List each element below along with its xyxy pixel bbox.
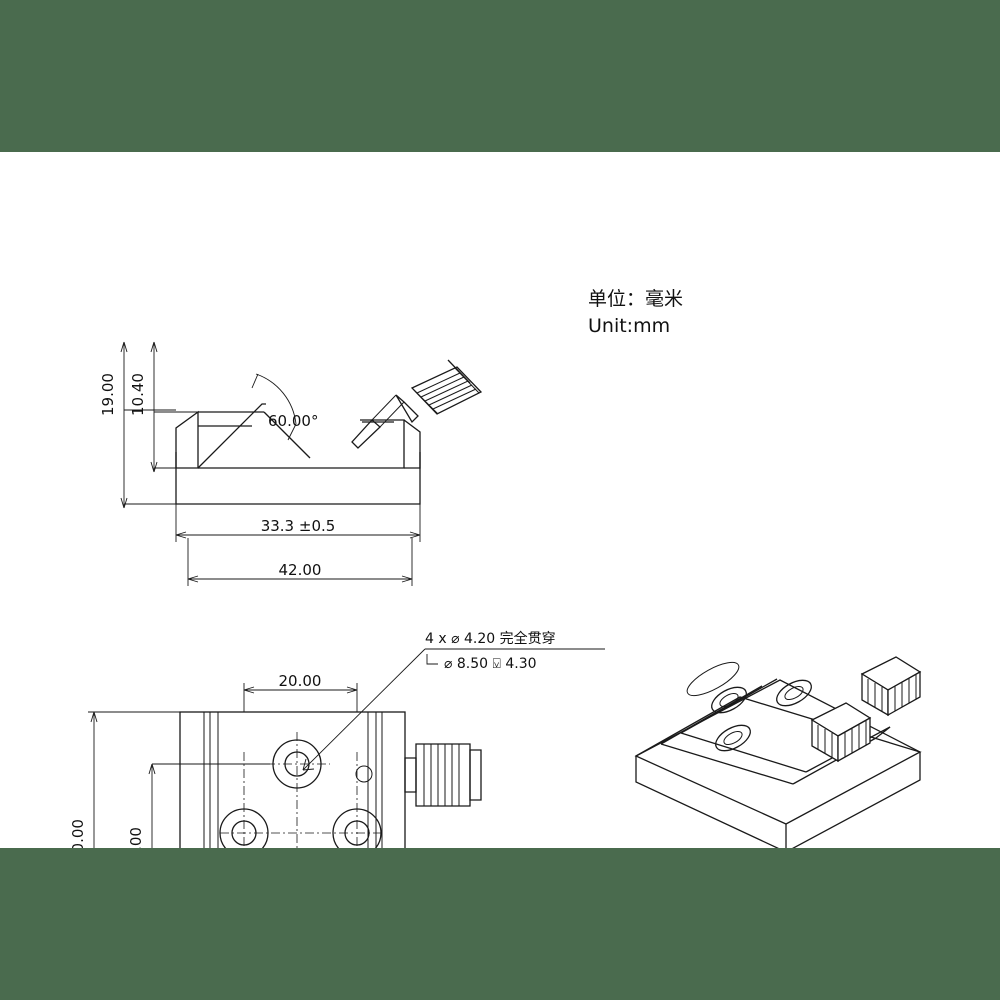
angle-arrow-2: [287, 423, 297, 441]
callout-leader: [302, 648, 426, 771]
thumbscrew-top-upper: [404, 743, 482, 807]
knurl-l3: [424, 380, 469, 402]
iso-groove-r3: [875, 726, 891, 739]
side-view-outer-bottom: [175, 452, 421, 505]
isometric-view: [634, 656, 922, 848]
knurl-l5: [432, 388, 477, 410]
callout-line-2: ⌀ 8.50 ⍌ 4.30: [444, 656, 537, 672]
dim-20x-label: 20.00: [279, 672, 322, 690]
angle-arc: [255, 373, 297, 425]
dim-20y-arrow-t: [148, 763, 156, 775]
dim-19-arrow-top: [120, 341, 128, 353]
top-view: 20.00 20.00 40.00 4 x ⌀ 4.20 完全贯穿 ⌀ 8.50…: [69, 630, 605, 848]
dim-333-label: 33.3 ±0.5: [261, 517, 336, 535]
screw-shank-upper: [404, 757, 417, 793]
knurl-upper-cap: [469, 749, 482, 801]
iso-hole-3-inner: [723, 730, 743, 746]
thumbscrew-shaft-top: [379, 401, 405, 428]
knurl-l2: [420, 376, 465, 398]
iso-top-face: [634, 696, 922, 825]
angle-label: 60.00°: [268, 412, 318, 430]
thumbscrew-cap: [447, 359, 471, 384]
dim-42-label: 42.00: [279, 561, 322, 579]
dim-19-label: 19.00: [99, 373, 117, 416]
iso-groove-floor-2: [660, 743, 794, 785]
counterbore-symbol: [426, 654, 438, 665]
side-view-right-outer: [403, 419, 421, 469]
dim-333-arrow-l: [175, 531, 187, 539]
top-view-outline: [179, 711, 406, 848]
iso-hole-3: [715, 724, 751, 752]
iso-hole-2: [776, 679, 812, 707]
iso-hole-2-inner: [784, 685, 804, 701]
thumbscrew-tip: [351, 419, 381, 449]
screw-hole-upper: [355, 765, 373, 783]
dim-1040-arrow-bot: [150, 461, 158, 473]
iso-thumbscrew-lower: [810, 702, 872, 763]
technical-drawing: 60.00° 19.00 10.40 33.3 ±0.5 42.00 单位：毫米…: [69, 288, 922, 848]
unit-note-en: Unit:mm: [588, 315, 670, 337]
callout-line-1: 4 x ⌀ 4.20 完全贯穿: [425, 630, 556, 647]
side-view-left-arm: [175, 410, 199, 469]
dim-42-arrow-r: [401, 575, 413, 583]
iso-screw-upper-knurl: [867, 674, 917, 712]
dim-19-arrow-bot: [120, 497, 128, 509]
iso-groove-l1: [660, 685, 763, 745]
callout-arrow: [302, 758, 315, 771]
iso-groove-floor-1: [680, 732, 807, 773]
iso-screw-lower-knurl: [817, 720, 867, 758]
dim-1040-arrow-top: [150, 341, 158, 353]
drawing-sheet: 60.00° 19.00 10.40 33.3 ±0.5 42.00 单位：毫米…: [0, 152, 1000, 848]
angle-arrow-1: [251, 373, 259, 389]
dim-20y-label: 20.00: [127, 827, 145, 848]
side-view-v-left: [197, 403, 266, 469]
knurl-upper-lines: [423, 744, 460, 806]
knurl-l1: [416, 372, 461, 394]
dim-40-arrow-t: [90, 711, 98, 723]
unit-note-cn: 单位：毫米: [588, 288, 683, 310]
dim-40-label: 40.00: [69, 819, 87, 848]
dim-20x-arrow-l: [243, 686, 255, 694]
dim-20x-arrow-r: [346, 686, 358, 694]
unit-note: 单位：毫米 Unit:mm: [588, 288, 683, 337]
thumbscrew-shaft-bottom: [371, 394, 397, 421]
knurl-edge-left: [413, 389, 439, 415]
iso-slot-left: [686, 661, 740, 697]
dim-333-arrow-r: [409, 531, 421, 539]
iso-hole-1-inner: [719, 692, 739, 708]
thumbscrew-side: [351, 359, 483, 449]
thumbscrew-collar: [395, 394, 419, 424]
dim-42-arrow-l: [187, 575, 199, 583]
iso-thumbscrew-upper: [860, 656, 922, 717]
side-view-right-arm: [310, 419, 405, 469]
dim-1040-label: 10.40: [129, 373, 147, 416]
iso-hole-1: [711, 686, 747, 714]
side-view: 60.00° 19.00 10.40 33.3 ±0.5 42.00: [99, 341, 483, 586]
side-view-v-right: [263, 411, 311, 459]
knurl-l4: [428, 384, 473, 406]
iso-base-outline: [635, 679, 921, 848]
